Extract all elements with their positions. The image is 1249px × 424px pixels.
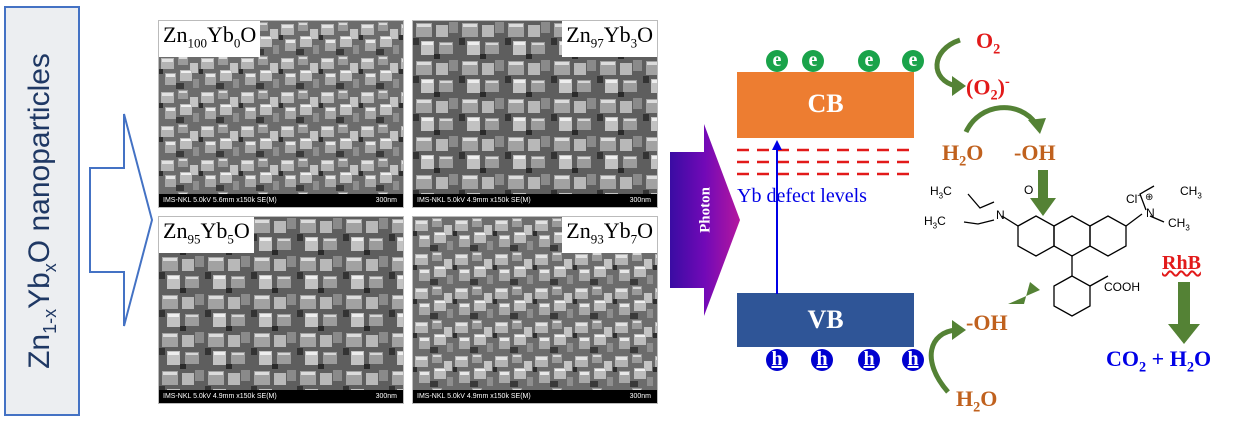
mol-ch3-top: CH3 [1180, 184, 1202, 201]
vb-label: VB [807, 305, 844, 334]
valence-band [737, 293, 914, 347]
defect-levels-label: Yb defect levels [737, 185, 867, 207]
sem-label: Zn100Yb0O [159, 21, 261, 58]
h2o-top-label: H2O [942, 140, 984, 170]
title-label: Zn1-xYbxO nanoparticles [23, 53, 60, 369]
hydroxyl-bottom-label: -OH [966, 310, 1008, 335]
rhb-label: RhB [1162, 252, 1201, 274]
hydroxyl-top-label: -OH [1014, 140, 1056, 165]
sem-label: Zn97Yb3O [562, 21, 657, 58]
hollow-arrow-icon [89, 113, 154, 327]
sem-image-zn95yb5o: Zn95Yb5O IMS-NKL 5.0kV 4.9mm x150k SE(M)… [158, 216, 404, 404]
photon-arrow-icon [670, 124, 740, 316]
hole-icon: h [902, 349, 924, 371]
sem-info-bar: IMS-NKL 5.0kV 4.9mm x150k SE(M)300nm [413, 194, 657, 207]
superoxide-label: (O2)- [966, 74, 1010, 104]
sem-label: Zn95Yb5O [159, 217, 254, 254]
hole-icon: h [766, 349, 788, 371]
products-label: CO2 + H2O [1106, 346, 1212, 376]
mol-h3c-left: H3C [924, 214, 946, 231]
sem-image-zn93yb7o: Zn93Yb7O IMS-NKL 5.0kV 4.9mm x150k SE(M)… [412, 216, 658, 404]
electron-icon: e [902, 50, 924, 72]
sem-info-bar: IMS-NKL 5.0kV 5.6mm x150k SE(M)300nm [159, 194, 403, 207]
sem-image-zn97yb3o: Zn97Yb3O IMS-NKL 5.0kV 4.9mm x150k SE(M)… [412, 20, 658, 208]
rhodamine-b-structure-icon: O [963, 183, 1165, 317]
hole-icon: h [811, 349, 833, 371]
sem-info-bar: IMS-NKL 5.0kV 4.9mm x150k SE(M)300nm [159, 390, 403, 403]
h2o-bottom-label: H2O [956, 386, 998, 416]
o2-label: O2 [976, 28, 1001, 58]
mol-o-label: O [1024, 183, 1033, 197]
mol-h3c-top: H3C [930, 184, 952, 201]
defect-levels-lines [737, 140, 915, 294]
electron-icon: e [802, 50, 824, 72]
mol-cooh: COOH [1104, 280, 1140, 294]
electron-icon: e [766, 50, 788, 72]
sem-image-zn100yb0o: Zn100Yb0O IMS-NKL 5.0kV 5.6mm x150k SE(M… [158, 20, 404, 208]
mol-ch3-right: CH3 [1168, 216, 1190, 233]
electron-icon: e [858, 50, 880, 72]
reaction-arrows [928, 37, 1200, 394]
cb-label: CB [807, 89, 844, 118]
sem-info-bar: IMS-NKL 5.0kV 4.9mm x150k SE(M)300nm [413, 390, 657, 403]
hole-icon: h [858, 349, 880, 371]
title-label-box: Zn1-xYbxO nanoparticles [4, 6, 80, 416]
mol-n-right: N [1146, 206, 1155, 220]
mol-n-left: N [996, 208, 1005, 222]
sem-label: Zn93Yb7O [562, 217, 657, 254]
mol-n-plus: ⊕ [1145, 192, 1154, 203]
conduction-band [737, 72, 914, 138]
mol-chloride: Cl- [1126, 190, 1141, 206]
photon-label: Photon [697, 187, 714, 233]
